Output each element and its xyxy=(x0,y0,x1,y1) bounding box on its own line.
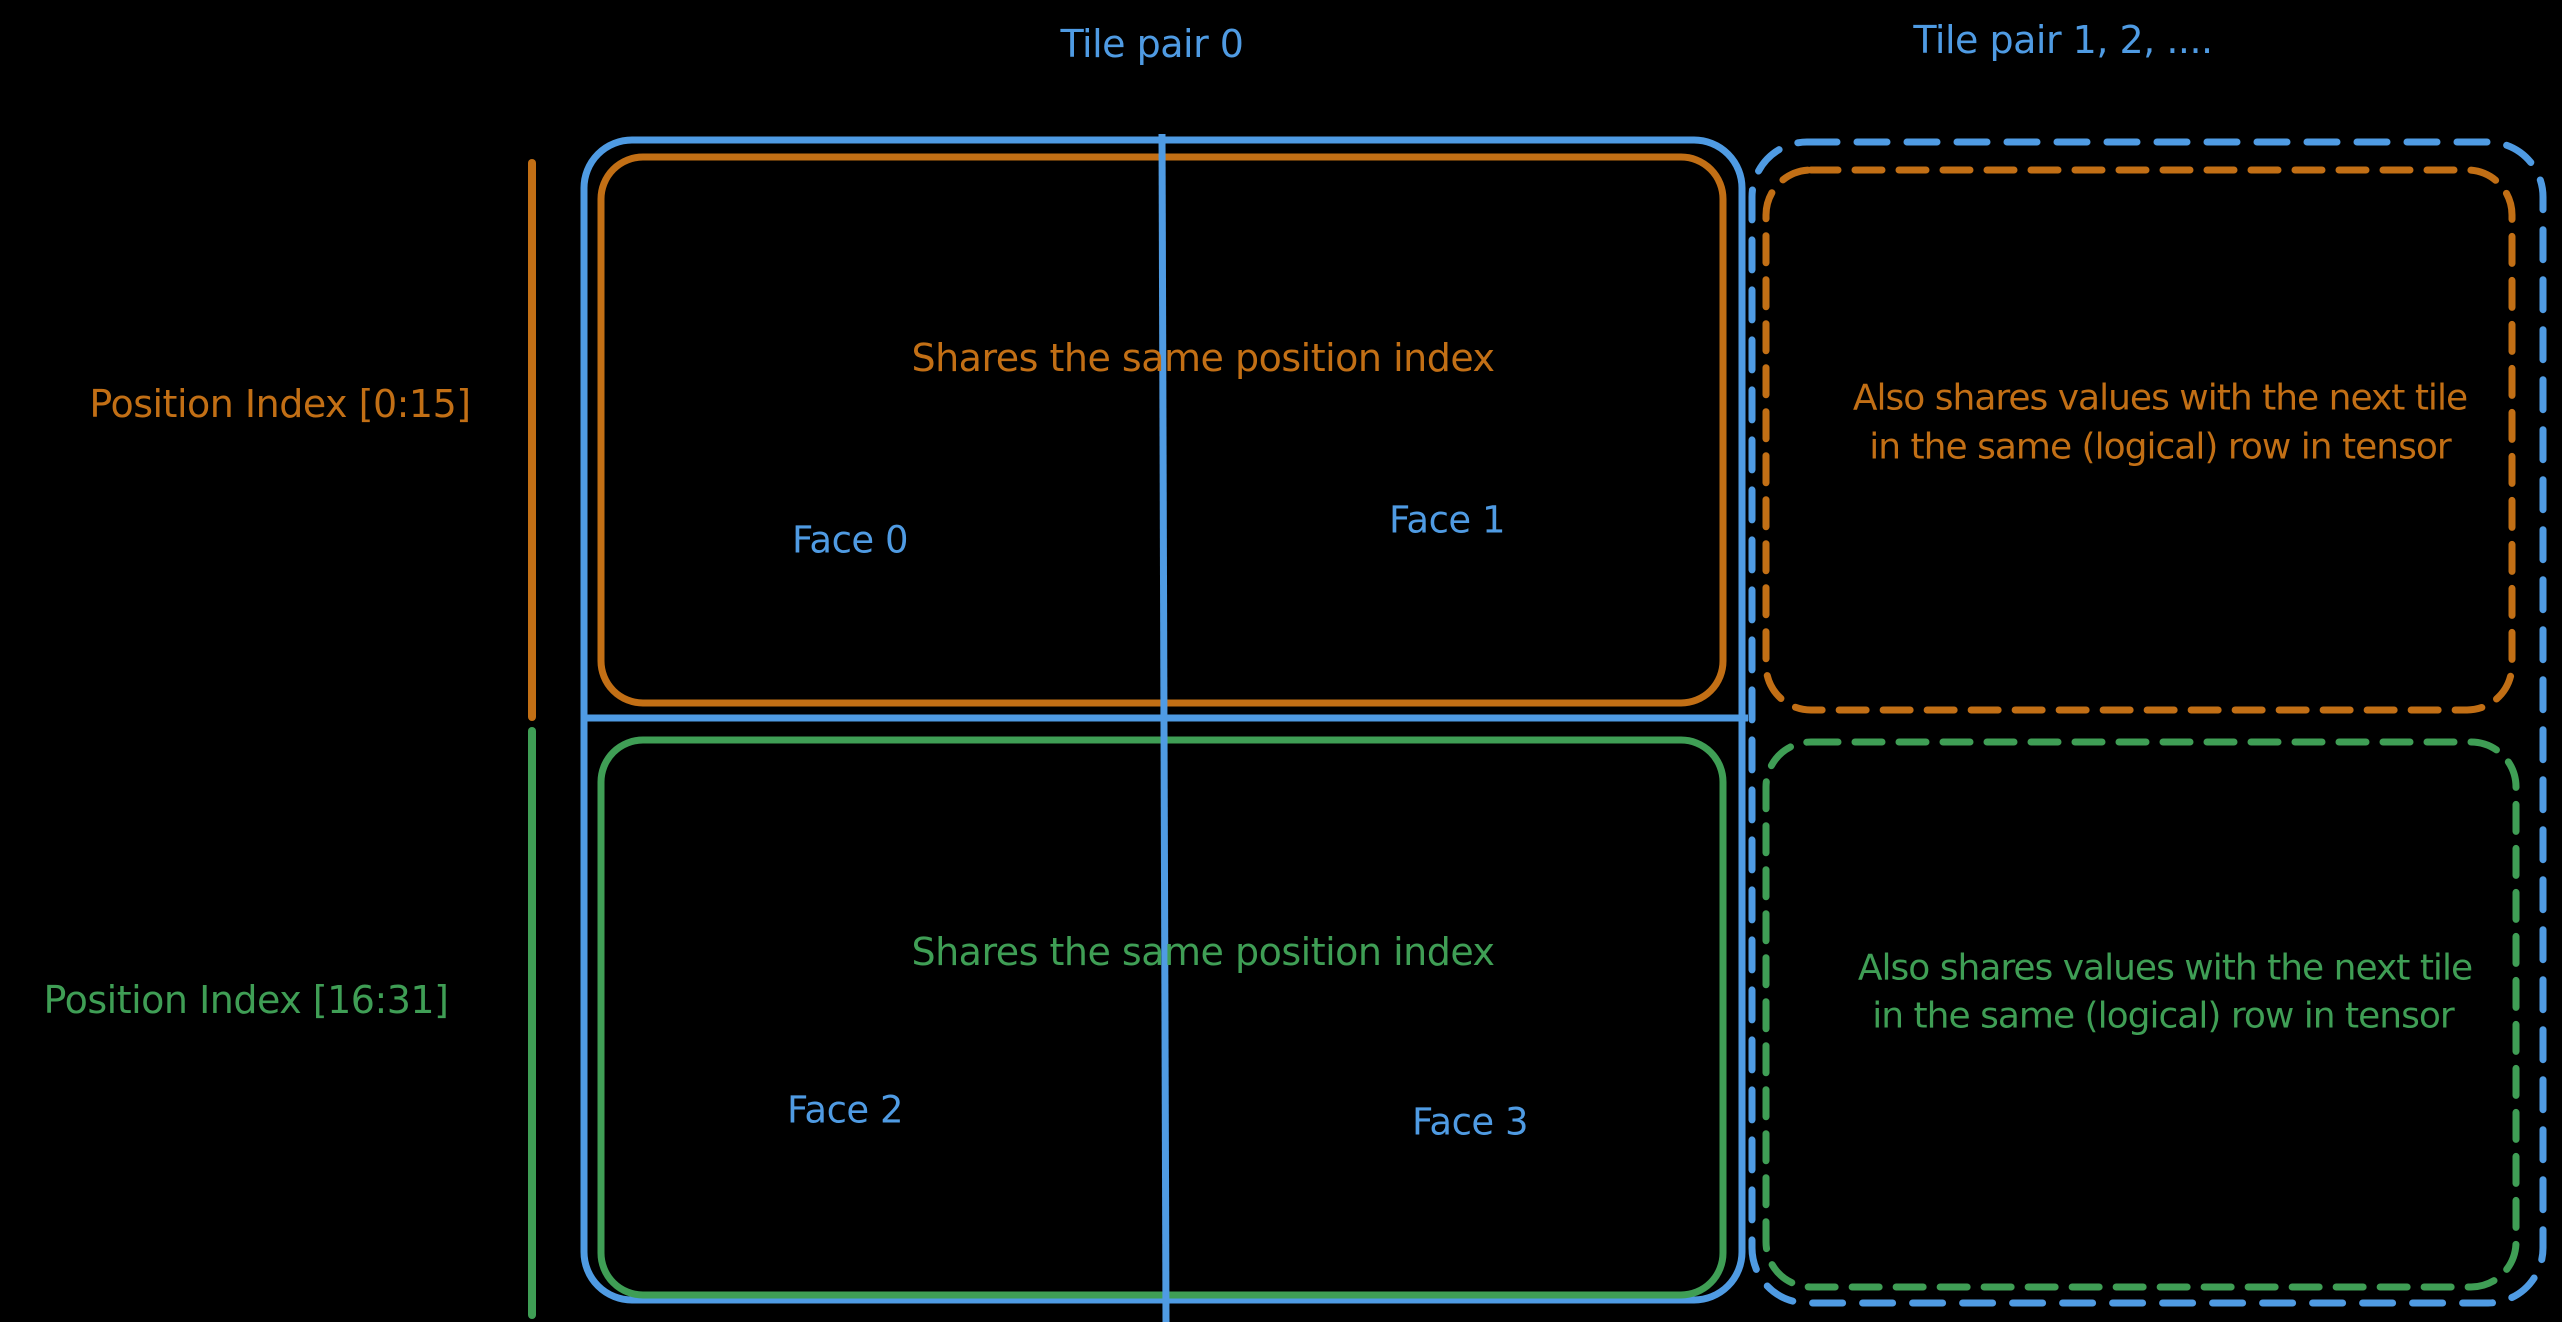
face-0-label: Face 0 xyxy=(792,519,908,562)
position-index-16-31-label: Position Index [16:31] xyxy=(44,978,449,1022)
also-shares-top-note-line1: Also shares values with the next tile xyxy=(1853,378,2467,419)
also-shares-top-note-line2: in the same (logical) row in tensor xyxy=(1869,427,2452,468)
also-shares-bottom-note-line2: in the same (logical) row in tensor xyxy=(1872,996,2455,1037)
tile-pair-rest-header: Tile pair 1, 2, .... xyxy=(1912,18,2212,62)
shares-position-bottom-note: Shares the same position index xyxy=(911,930,1494,974)
position-index-0-15-label: Position Index [0:15] xyxy=(89,382,470,426)
shares-position-top-note: Shares the same position index xyxy=(911,336,1494,380)
tile-pair-rest-bottom-region xyxy=(1762,738,2520,1291)
face-3-label: Face 3 xyxy=(1412,1101,1528,1144)
tile-pair-rest-top-region xyxy=(1762,166,2516,714)
face-2-label: Face 2 xyxy=(787,1089,903,1132)
also-shares-bottom-note-line1: Also shares values with the next tile xyxy=(1858,948,2472,989)
tile-pair-0-header: Tile pair 0 xyxy=(1060,22,1244,66)
tile-pair-rest-outline xyxy=(1748,138,2547,1307)
face-column-divider xyxy=(1158,133,1170,1322)
face-1-label: Face 1 xyxy=(1389,499,1505,542)
